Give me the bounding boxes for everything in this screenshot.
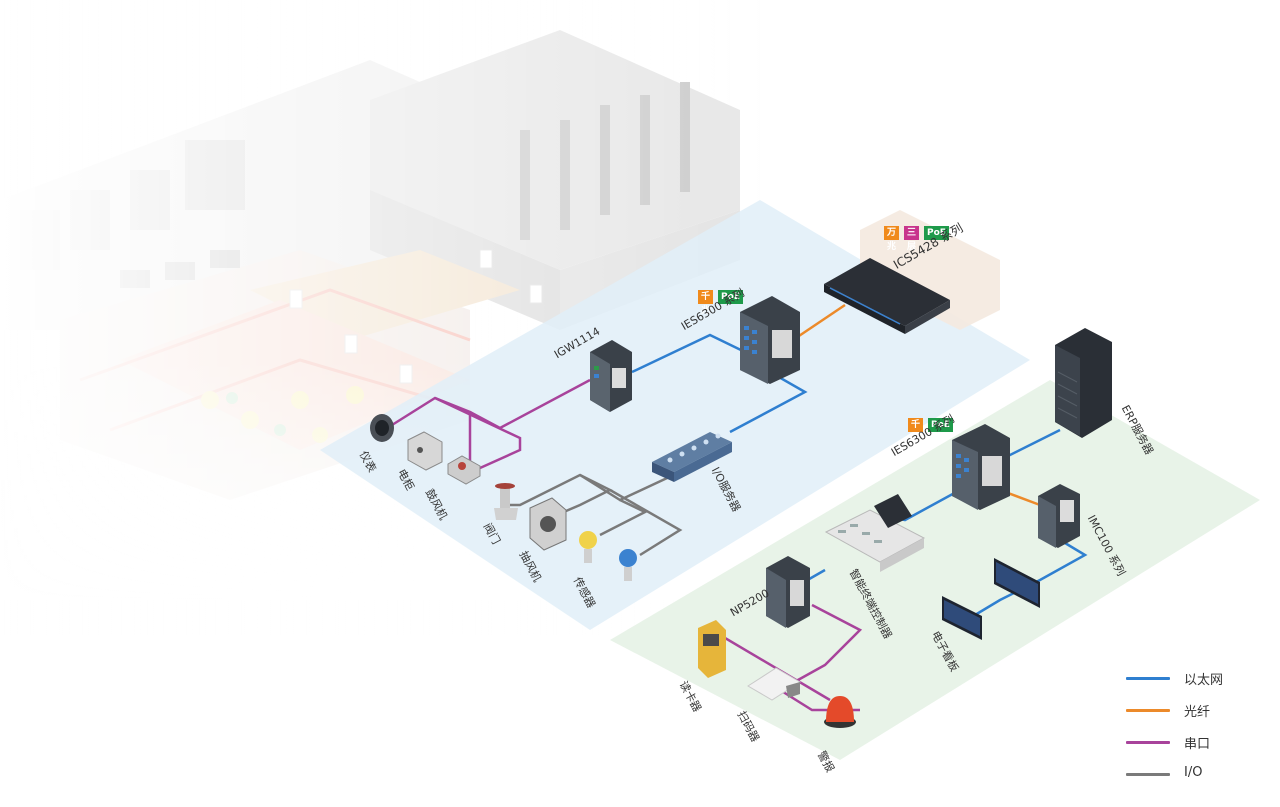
sensor-device-2 <box>619 549 637 581</box>
electronic-board-1 <box>942 596 982 640</box>
io-links <box>500 470 683 557</box>
blue-zone <box>320 200 1030 630</box>
badge-poe: PoE <box>718 290 743 304</box>
io-server <box>652 432 732 482</box>
legend-item-io: I/O <box>1126 762 1266 794</box>
badge-poe: PoE <box>928 418 953 432</box>
electronic-board-2 <box>994 558 1040 608</box>
np5200-server <box>766 556 810 628</box>
legend: 以太网 光纤 串口 I/O <box>1126 666 1266 794</box>
erp-server <box>1055 328 1112 438</box>
scanner-device <box>747 667 801 701</box>
exhaust-fan-device <box>529 497 567 551</box>
badge-gigabit: 千兆 <box>908 418 924 444</box>
card-reader-device <box>698 620 726 678</box>
valve-device <box>494 483 518 520</box>
legend-label: 光纤 <box>1184 705 1211 720</box>
ethernet-swatch <box>1126 677 1170 680</box>
cabinet-device <box>407 431 443 471</box>
legend-item-ethernet: 以太网 <box>1126 666 1266 698</box>
legend-label: 以太网 <box>1184 673 1224 688</box>
legend-item-fiber: 光纤 <box>1126 698 1266 730</box>
ies6300-switch-bottom <box>952 424 1010 510</box>
legend-item-serial: 串口 <box>1126 730 1266 762</box>
meter-device <box>370 414 394 442</box>
blower-device <box>447 455 481 485</box>
legend-label: I/O <box>1184 765 1203 780</box>
ies6300-switch-top <box>740 296 800 384</box>
badge-l3: 三层 <box>904 226 920 252</box>
smart-terminal-controller <box>824 494 926 572</box>
igw1114-gateway <box>590 340 632 412</box>
badge-poe: PoE <box>924 226 949 240</box>
badge-gigabit: 千兆 <box>698 290 714 316</box>
serial-links <box>391 378 863 712</box>
alarm-light-icon <box>824 696 856 728</box>
badge-10g: 万兆 <box>884 226 900 252</box>
serial-swatch <box>1126 741 1170 744</box>
io-swatch <box>1126 773 1170 776</box>
imc100-converter <box>1038 484 1080 548</box>
sensor-device-1 <box>579 531 597 563</box>
fiber-swatch <box>1126 709 1170 712</box>
ics5428-switch <box>824 210 1000 334</box>
legend-label: 串口 <box>1184 737 1211 752</box>
